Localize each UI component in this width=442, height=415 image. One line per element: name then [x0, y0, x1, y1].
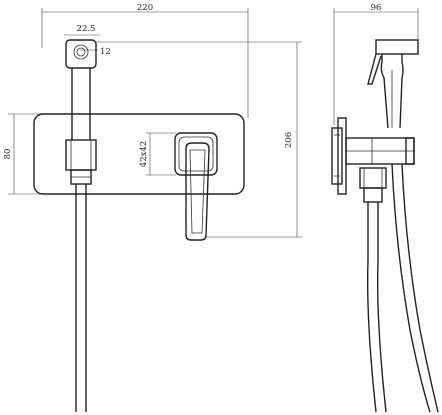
- hose-front: [75, 184, 87, 412]
- hand-shower-side: [367, 39, 419, 129]
- mixer-handle-front: [174, 132, 218, 241]
- shower-holder-front: [65, 139, 97, 185]
- shower-holder-side: [359, 167, 387, 203]
- width-dimension: 220: [41, 3, 249, 118]
- height-dimension: 206: [95, 41, 302, 238]
- handle-size-dimension: 42x42: [139, 132, 176, 176]
- height-label: 206: [284, 132, 294, 148]
- handle-size-label: 42x42: [139, 141, 149, 167]
- shower-diameter-dimension: 12: [80, 47, 111, 57]
- wall-plate: [33, 113, 245, 195]
- width-label: 220: [137, 3, 153, 13]
- plate-height-label: 80: [3, 149, 13, 160]
- depth-label: 96: [371, 3, 382, 13]
- shower-offset-label: 22.5: [77, 24, 96, 34]
- shower-offset-dimension: 22.5: [64, 24, 100, 36]
- depth-dimension: 96: [333, 3, 419, 125]
- hand-shower-front: [65, 39, 97, 140]
- plate-height-dimension: 80: [3, 113, 42, 195]
- front-view: 220 22.5 12 206 80: [3, 3, 302, 412]
- side-view: 96: [331, 3, 439, 413]
- shower-diameter-label: 12: [100, 47, 111, 57]
- hose-side: [366, 163, 439, 413]
- wall-body-side: [331, 117, 415, 195]
